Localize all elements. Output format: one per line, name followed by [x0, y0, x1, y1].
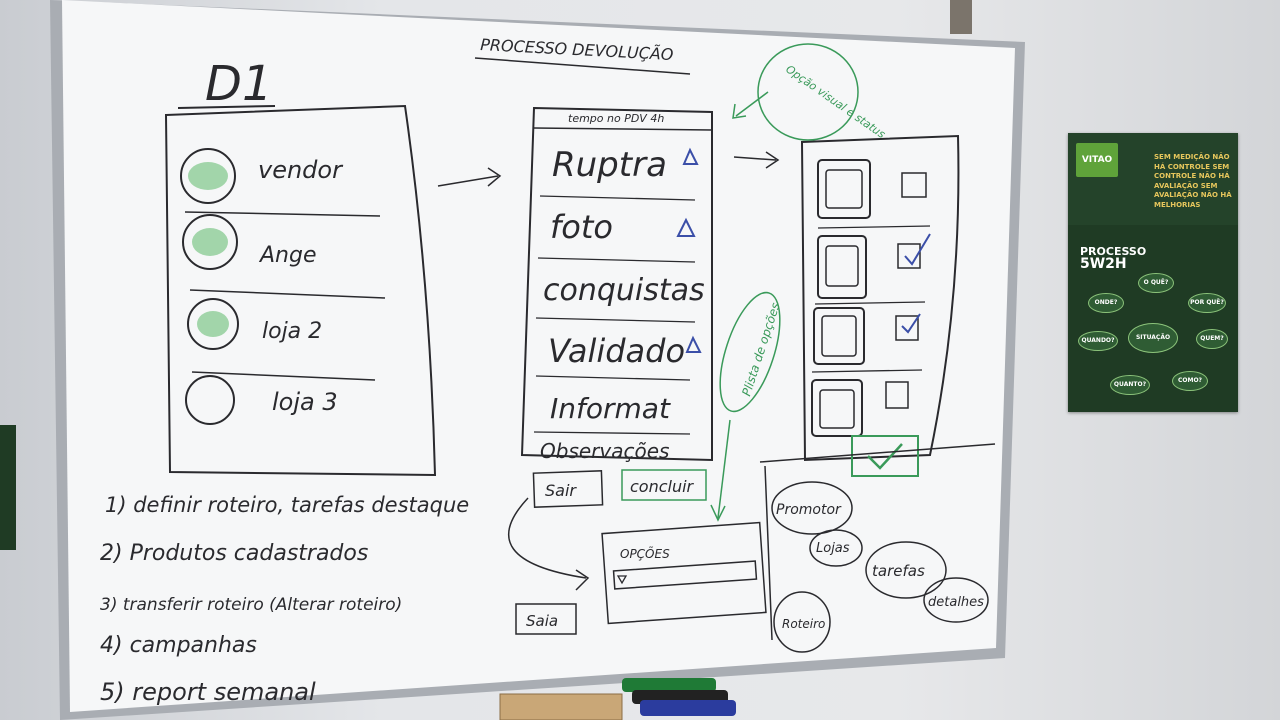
numbered-item: 3) transferir roteiro (Alterar roteiro)	[100, 595, 402, 615]
confirm-check-button	[851, 435, 919, 477]
task-item: Ruptra	[552, 145, 667, 185]
task-item: Validado	[548, 332, 685, 370]
flow-node	[923, 577, 989, 623]
task-item: foto	[550, 208, 613, 246]
concluir-button	[621, 469, 707, 501]
poster-node: POR QUÊ?	[1188, 293, 1226, 313]
task-panel	[520, 106, 713, 462]
numbered-item: 5) report semanal	[100, 678, 316, 706]
marker-blue	[640, 700, 736, 716]
poster-node: COMO?	[1172, 371, 1208, 391]
poster-center-node: SITUAÇÃO	[1128, 323, 1178, 353]
poster-node: QUANDO?	[1078, 331, 1118, 351]
list-item: Ange	[182, 214, 386, 299]
warning-icon	[682, 147, 699, 165]
poster-node: QUEM?	[1196, 329, 1228, 349]
numbered-item: 4) campanhas	[100, 633, 257, 658]
warning-icon	[685, 335, 702, 353]
whiteboard-surface	[62, 0, 1015, 712]
list-item: loja 2	[187, 298, 376, 381]
image-thumbnail-row	[814, 233, 931, 305]
list-item-label: Ange	[258, 243, 317, 268]
side-poster-edge	[0, 425, 16, 550]
flow-label: detalhes	[928, 595, 984, 610]
eraser	[499, 693, 623, 720]
green-note-circle	[757, 43, 859, 141]
image-thumbnail-row	[811, 379, 909, 437]
poster-logo: VITAO	[1076, 143, 1118, 177]
list-item: vendor	[180, 148, 381, 217]
image-thumbnail-row	[817, 159, 931, 229]
flow-node	[865, 541, 947, 599]
list-item-label: loja 2	[262, 319, 322, 344]
check-icon	[904, 233, 931, 266]
poster-node: ONDE?	[1088, 293, 1124, 313]
options-dropdown	[612, 560, 758, 590]
checkbox-icon	[897, 243, 921, 269]
task-item: Informat	[550, 392, 671, 425]
flow-label: Promotor	[776, 502, 842, 518]
numbered-item: 2) Produtos cadastrados	[100, 541, 368, 566]
sair-button-label: Sair	[545, 481, 577, 500]
check-icon	[901, 313, 921, 334]
options-box	[601, 521, 767, 625]
marker-green	[622, 678, 716, 692]
image-thumbnail-row	[811, 307, 923, 373]
poster-node: QUANTO?	[1110, 375, 1150, 395]
poster-headline: SEM MEDIÇÃO NÃO HÁ CONTROLE SEM CONTROLE…	[1154, 153, 1232, 209]
flow-node	[773, 591, 831, 653]
flow-label: Lojas	[816, 541, 850, 556]
poster-title: PROCESSO 5W2H	[1080, 245, 1146, 271]
status-panel	[800, 134, 960, 462]
list-item-label: vendor	[258, 156, 344, 184]
list-item-label: loja 3	[272, 388, 338, 416]
flow-label: Roteiro	[782, 617, 825, 631]
task-item: Observações	[540, 439, 669, 463]
poster-header: VITAO SEM MEDIÇÃO NÃO HÁ CONTROLE SEM CO…	[1068, 133, 1238, 225]
options-label: OPÇÕES	[620, 546, 670, 561]
poster-node: O QUÊ?	[1138, 273, 1174, 293]
list-item: loja 3	[185, 375, 338, 425]
warning-icon	[676, 217, 696, 237]
saia-button-label: Saia	[526, 612, 558, 630]
checkbox-icon	[885, 381, 909, 409]
poster-title-line1: PROCESSO	[1080, 245, 1147, 258]
numbered-item: 1) definir roteiro, tarefas destaque	[105, 493, 469, 517]
saia-button	[515, 603, 577, 635]
d1-panel	[164, 104, 437, 477]
concluir-button-label: concluir	[630, 477, 695, 496]
panel-header: tempo no PDV 4h	[568, 112, 664, 125]
d1-heading: D1	[205, 56, 273, 112]
checkbox-icon	[895, 315, 919, 341]
poster-title-line2: 5W2H	[1080, 256, 1127, 272]
flow-node	[771, 481, 853, 535]
flow-label: tarefas	[872, 562, 925, 580]
flow-node	[809, 529, 863, 567]
task-item: conquistas	[543, 273, 705, 308]
sair-button	[532, 470, 604, 508]
dropdown-icon	[616, 575, 628, 585]
poster-5w2h: VITAO SEM MEDIÇÃO NÃO HÁ CONTROLE SEM CO…	[1068, 133, 1238, 412]
green-note-side-circle	[719, 291, 781, 413]
checkbox-icon	[901, 172, 927, 198]
